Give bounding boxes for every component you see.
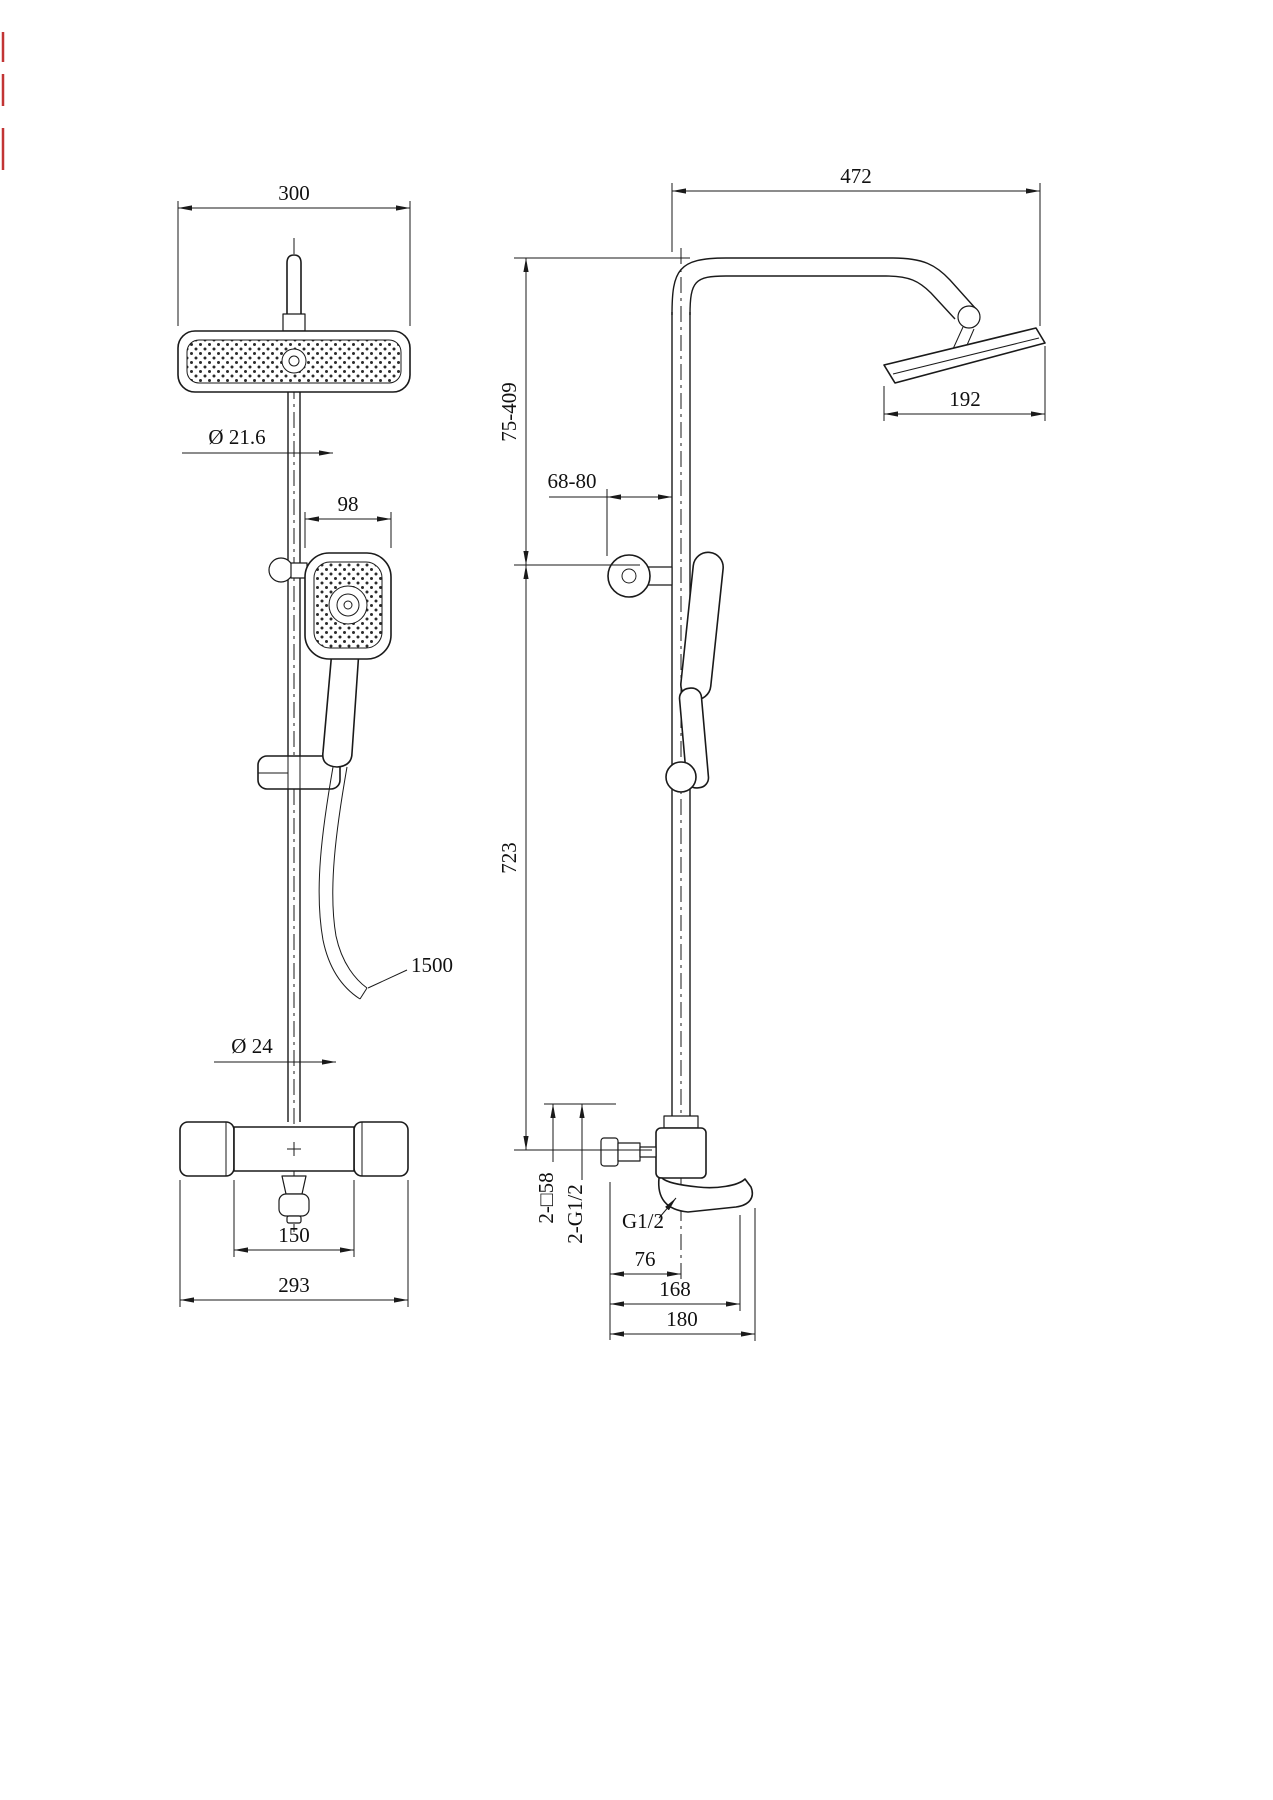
thermostatic-valve-side [600, 1115, 754, 1213]
dim-upper-adjust: 75-409 [497, 257, 690, 566]
slider-holder-front [257, 755, 341, 790]
dim-hand-shower-width: 98 [304, 492, 392, 548]
dim-spout-offset: 76 [609, 1182, 681, 1340]
shower-hose-front [318, 766, 368, 1000]
tub-spout-side [657, 1177, 754, 1213]
dim-bracket-offset-label: 68-80 [548, 469, 597, 493]
dim-head-width-label: 300 [278, 181, 310, 205]
dim-total-depth: 180 [610, 1208, 756, 1341]
dim-horizontal-reach: 472 [671, 164, 1041, 326]
dim-spout-reach-label: 168 [659, 1277, 691, 1301]
dim-hose-length-label: 1500 [411, 953, 453, 977]
dim-hose-length: 1500 [367, 953, 453, 989]
dim-lower-pipe-diameter-label: Ø 24 [231, 1034, 273, 1058]
dim-lower-pipe-diameter: Ø 24 [214, 1034, 336, 1065]
dim-head-depth: 192 [883, 346, 1046, 421]
top-connector-front [282, 254, 306, 332]
dim-inlet-thread: 2-G1/2 [563, 1104, 587, 1244]
dim-escutcheon: 2-□58 [534, 1103, 616, 1224]
dim-inlet-thread-label: 2-G1/2 [563, 1184, 587, 1244]
dim-pipe-diameter: Ø 21.6 [182, 425, 333, 456]
overhead-shower-head-front [177, 330, 411, 393]
shower-pipe-side [671, 257, 977, 1128]
dim-hand-shower-width-label: 98 [338, 492, 359, 516]
dim-column-height-label: 723 [497, 842, 521, 874]
dim-valve-centers: 150 [233, 1180, 355, 1257]
hand-shower-front [268, 552, 392, 768]
dim-upper-adjust-label: 75-409 [497, 382, 521, 442]
dim-horizontal-reach-label: 472 [840, 164, 872, 188]
dim-head-width: 300 [177, 181, 411, 326]
dim-bracket-offset: 68-80 [548, 469, 672, 556]
dim-pipe-diameter-label: Ø 21.6 [208, 425, 265, 449]
dim-valve-centers-label: 150 [278, 1223, 310, 1247]
dim-head-depth-label: 192 [949, 387, 981, 411]
hand-shower-side [678, 551, 724, 789]
dim-valve-width: 293 [179, 1180, 409, 1307]
dim-outlet-thread: G1/2 [622, 1197, 677, 1233]
dim-spout-offset-label: 76 [635, 1247, 656, 1271]
side-view: 472 192 75-409 68-80 723 [497, 164, 1046, 1341]
dim-valve-width-label: 293 [278, 1273, 310, 1297]
dim-total-depth-label: 180 [666, 1307, 698, 1331]
thermostatic-valve-front [179, 1121, 409, 1224]
overhead-shower-head-side [883, 305, 1046, 384]
slider-knob-side [665, 761, 697, 793]
dim-spout-reach: 168 [610, 1215, 741, 1311]
wall-bracket-side [607, 554, 673, 598]
front-view: 300 Ø 21.6 98 1500 Ø 24 150 [177, 181, 453, 1307]
dim-outlet-thread-label: G1/2 [622, 1209, 664, 1233]
dim-column-height: 723 [497, 565, 652, 1151]
diverter-front [281, 1175, 307, 1195]
dim-escutcheon-label: 2-□58 [534, 1172, 558, 1223]
